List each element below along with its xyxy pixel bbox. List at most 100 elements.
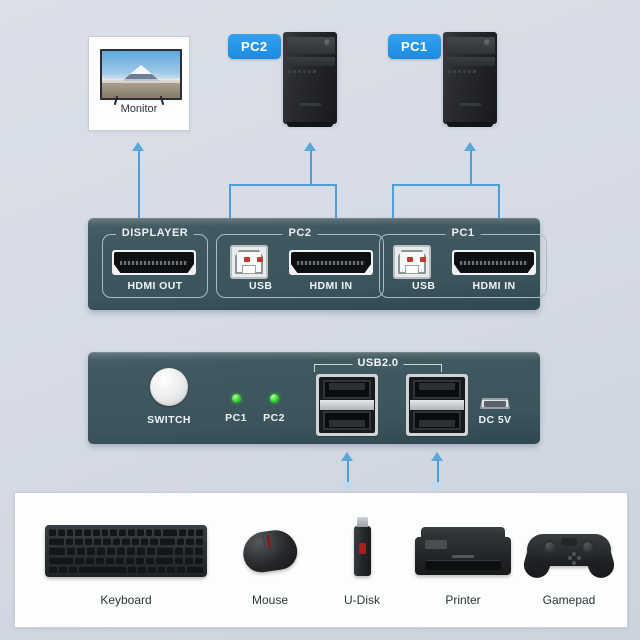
key <box>174 556 183 564</box>
kvm-back-panel: DISPLAYER HDMI OUT PC2 USB <box>88 218 547 310</box>
led-pc2 <box>270 394 279 403</box>
port-usb-b-pc2[interactable] <box>230 245 268 279</box>
key <box>49 565 57 574</box>
port-group-pc2: PC2 USB HDMI IN <box>216 227 384 298</box>
usb-b-pc2-cavity <box>235 250 263 274</box>
printer-chassis <box>415 537 511 575</box>
port-usb-a-stack-2[interactable] <box>406 374 468 436</box>
key <box>147 547 155 555</box>
link-usb2-peripherals <box>437 460 439 484</box>
usb-b-pc1-slot <box>405 265 419 274</box>
printer-icon <box>393 515 533 587</box>
keyboard-row <box>49 529 204 537</box>
switch-button-label: SWITCH <box>147 414 191 426</box>
port-group-displayer: DISPLAYER HDMI OUT <box>102 227 208 298</box>
port-dc-5v[interactable] <box>480 398 510 409</box>
key <box>187 565 203 574</box>
key <box>115 556 124 564</box>
usb-b-pc2-pin-2 <box>257 257 263 262</box>
port-dc-5v-label: DC 5V <box>478 414 512 426</box>
usb-flash-drive-icon <box>307 515 417 587</box>
port-group-pc1-title: PC1 <box>445 227 481 239</box>
key <box>136 529 144 537</box>
link-pc1-usb <box>392 184 394 236</box>
arrow-down-usb2 <box>431 482 443 491</box>
arrow-up-monitor <box>132 142 144 151</box>
switch-button[interactable] <box>150 368 188 406</box>
pc2-second-bay <box>286 57 335 66</box>
peripheral-printer-label: Printer <box>445 593 481 607</box>
printer-output-tray <box>425 560 501 570</box>
pc2-brand-plate <box>299 103 321 106</box>
key <box>131 538 140 546</box>
led-pc1-label: PC1 <box>225 412 247 424</box>
usb-a-stack-1-body <box>319 377 375 433</box>
key <box>66 529 74 537</box>
key <box>85 556 94 564</box>
usb-a-2-upper-tongue <box>419 383 455 390</box>
port-hdmi-in-pc2[interactable] <box>289 250 373 275</box>
port-group-pc1: PC1 USB HDMI IN <box>379 227 547 298</box>
hdmi-in-pc1-cavity <box>454 252 534 273</box>
back-panel-sheen <box>88 218 540 226</box>
key <box>195 547 203 555</box>
gamepad-center-panel <box>561 538 577 546</box>
key <box>119 529 127 537</box>
pc2-vents <box>288 70 319 73</box>
key <box>94 538 102 546</box>
key <box>84 538 93 546</box>
key <box>126 556 135 564</box>
key <box>184 556 193 564</box>
key <box>196 529 204 537</box>
keyboard-row <box>49 556 203 564</box>
key <box>178 529 186 537</box>
key <box>112 538 121 546</box>
port-hdmi-in-pc2-label: HDMI IN <box>309 280 353 292</box>
key <box>195 538 203 546</box>
usb-b-pc1-cavity <box>398 250 426 274</box>
arrow-up-pc2 <box>304 142 316 151</box>
pc1-tower <box>443 32 497 127</box>
peripheral-mouse-label: Mouse <box>251 593 289 607</box>
printer-brand <box>452 555 474 558</box>
key <box>49 547 65 555</box>
key <box>68 565 77 574</box>
kvm-front-panel: SWITCH PC1 PC2 USB2.0 <box>88 352 540 444</box>
key <box>137 547 145 555</box>
peripheral-udisk: U-Disk <box>307 515 417 607</box>
pc1-vents <box>448 70 479 73</box>
pc1-power-button-icon <box>484 39 491 46</box>
key <box>107 547 115 555</box>
port-usb-a-stack-1[interactable] <box>316 374 378 436</box>
led-pc2-label: PC2 <box>263 412 285 424</box>
key <box>146 556 155 564</box>
key <box>159 538 175 546</box>
usb-b-pc2-pin-1 <box>244 257 250 262</box>
key <box>95 556 104 564</box>
keyboard-rows <box>49 529 204 574</box>
peripherals-box: Keyboard Mouse U-Disk <box>14 492 628 628</box>
key <box>75 538 83 546</box>
key <box>127 547 135 555</box>
link-pc2-usb <box>229 184 231 236</box>
peripheral-keyboard: Keyboard <box>33 515 219 607</box>
port-hdmi-in-pc1[interactable] <box>452 250 536 275</box>
key <box>101 529 109 537</box>
key <box>49 538 64 546</box>
port-usb-b-pc1[interactable] <box>393 245 431 279</box>
keyboard-body <box>45 525 207 577</box>
udisk-body <box>353 517 371 576</box>
udisk-stripe <box>358 543 366 554</box>
port-hdmi-out[interactable] <box>112 250 196 275</box>
key <box>147 565 156 574</box>
key <box>167 565 176 574</box>
landscape-horizon <box>102 78 180 83</box>
pc2-tower <box>283 32 337 127</box>
key <box>177 565 186 574</box>
peripheral-udisk-label: U-Disk <box>344 593 380 607</box>
arrow-up-usb2 <box>431 452 443 461</box>
usb-b-pc2-slot <box>242 265 256 274</box>
key <box>145 529 153 537</box>
mountain-snowcap-icon <box>130 65 152 75</box>
